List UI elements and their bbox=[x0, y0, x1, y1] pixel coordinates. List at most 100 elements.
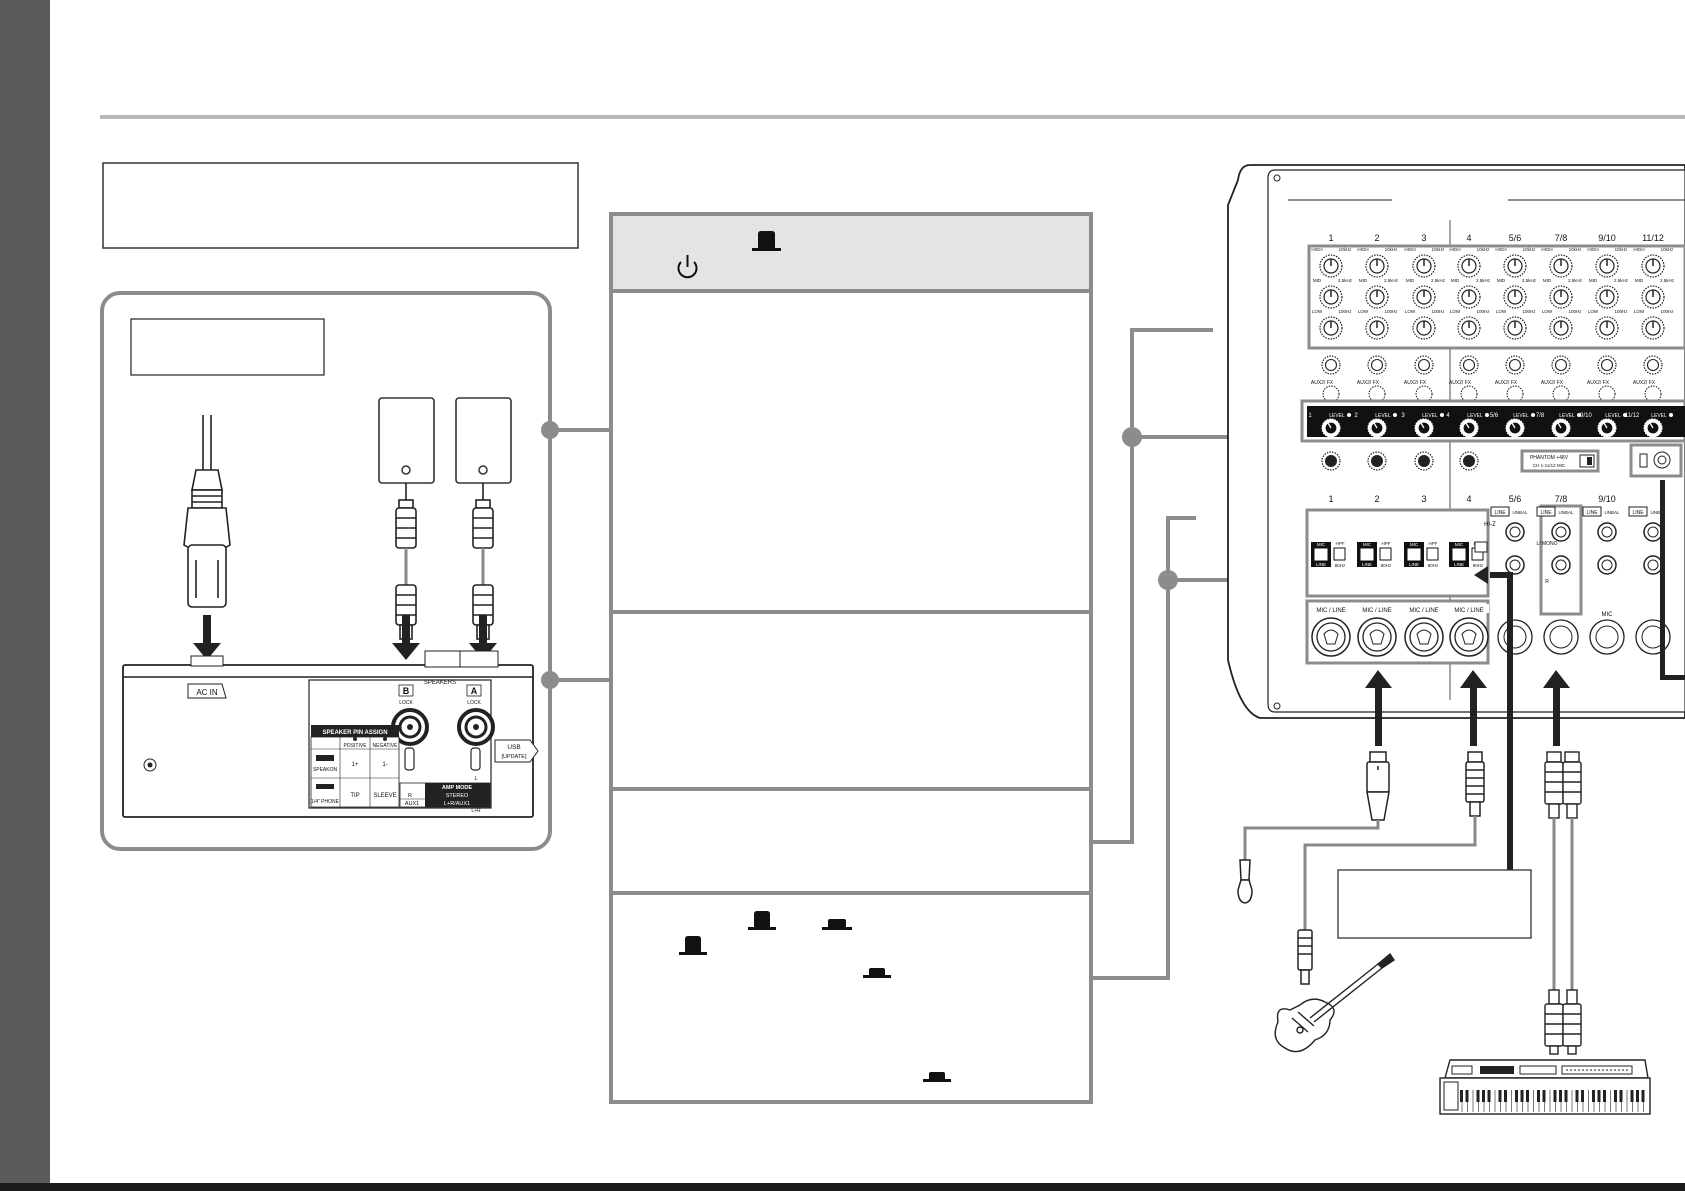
aux-label: AUX2/ FX bbox=[1587, 380, 1610, 386]
svg-text:SPEAKER PIN ASSIGN: SPEAKER PIN ASSIGN bbox=[322, 730, 387, 736]
input-channel-number: 5/6 bbox=[1509, 494, 1522, 504]
right-edge-lead bbox=[1660, 480, 1685, 680]
power-icon bbox=[677, 255, 698, 279]
eq-band-label: MID bbox=[1635, 278, 1644, 283]
eq-freq-label: 10kHz bbox=[1615, 247, 1629, 252]
hpf-freq-label: 80Hz bbox=[1428, 563, 1439, 568]
line-label: LINE bbox=[1454, 562, 1464, 567]
hpf-switch[interactable] bbox=[1426, 547, 1439, 561]
hpf-switch[interactable] bbox=[1333, 547, 1346, 561]
eq-band-label: HIGH bbox=[1633, 247, 1644, 252]
input-channel-number: 1 bbox=[1328, 494, 1333, 504]
hi-z-lead bbox=[1474, 566, 1513, 871]
eq-band-label: LOW bbox=[1634, 309, 1645, 314]
level-channel-number: 11/12 bbox=[1625, 413, 1640, 419]
channel-number: 4 bbox=[1466, 233, 1471, 243]
level-channel-number: 4 bbox=[1446, 413, 1450, 419]
input-arrows bbox=[1365, 670, 1570, 746]
svg-text:1-: 1- bbox=[382, 762, 387, 768]
level-label: LEVEL bbox=[1651, 413, 1667, 419]
rear-panel-callout: AC IN SPEAKERS B LOCK A LOCK bbox=[100, 291, 552, 851]
level-channel-number: 2 bbox=[1354, 413, 1358, 419]
unbal-label: UNBAL bbox=[1650, 510, 1666, 515]
mic-line-switches: MICLINEHPF80HzMICLINEHPF80HzMICLINEHPF80… bbox=[1311, 541, 1484, 568]
eq-freq-label: 100Hz bbox=[1660, 309, 1674, 314]
eq-band-label: LOW bbox=[1542, 309, 1553, 314]
mic-line-label: MIC / LINE bbox=[1409, 608, 1438, 614]
channel-number: 5/6 bbox=[1509, 233, 1522, 243]
microphone bbox=[1237, 751, 1390, 904]
speakon-jack-a: A LOCK bbox=[457, 684, 495, 746]
eq-band-label: LOW bbox=[1405, 309, 1416, 314]
l-mono-label: L/ MONO bbox=[1536, 541, 1557, 547]
bass-guitar bbox=[1274, 952, 1395, 1053]
svg-text:L: L bbox=[474, 776, 477, 782]
switch-off-symbol-3 bbox=[923, 1072, 951, 1082]
level-label: LEVEL bbox=[1329, 413, 1345, 419]
eq-band-label: MID bbox=[1451, 278, 1460, 283]
guitar-cable bbox=[1297, 751, 1485, 985]
eq-freq-label: 10kHz bbox=[1477, 247, 1491, 252]
input-channel-number: 2 bbox=[1374, 494, 1379, 504]
hi-z-switch: HI-Z bbox=[1474, 522, 1496, 553]
mic-line-label: MIC / LINE bbox=[1362, 608, 1391, 614]
svg-text:CH 1-11/12 MIC: CH 1-11/12 MIC bbox=[1533, 463, 1566, 468]
switch-on-symbol bbox=[752, 231, 781, 251]
line-label: LINE bbox=[1586, 510, 1598, 516]
unbal-label: UNBAL bbox=[1558, 510, 1574, 515]
eq-freq-label: 2.5kHz bbox=[1660, 278, 1675, 283]
svg-text:PHANTOM +48V: PHANTOM +48V bbox=[1530, 455, 1569, 461]
switch-on-symbol-3 bbox=[679, 936, 707, 955]
keyboard-cables bbox=[1544, 751, 1582, 1055]
aux-label: AUX2/ FX bbox=[1495, 380, 1518, 386]
rear-panel-title-box bbox=[130, 318, 325, 376]
small-knobs bbox=[1321, 451, 1479, 471]
eq-freq-label: 100Hz bbox=[1338, 309, 1352, 314]
eq-band-label: MID bbox=[1497, 278, 1506, 283]
eq-band-label: LOW bbox=[1496, 309, 1507, 314]
eq-band-label: HIGH bbox=[1404, 247, 1415, 252]
section-title-box bbox=[102, 162, 579, 249]
level-label: LEVEL bbox=[1422, 413, 1438, 419]
eq-band-label: MID bbox=[1543, 278, 1552, 283]
channel-number: 3 bbox=[1421, 233, 1426, 243]
svg-text:AMP MODE: AMP MODE bbox=[442, 785, 472, 791]
level-channel-number: 7/8 bbox=[1536, 413, 1545, 419]
eq-freq-label: 2.5kHz bbox=[1476, 278, 1491, 283]
hpf-switch[interactable] bbox=[1379, 547, 1392, 561]
usb-update-port: USB [UPDATE] bbox=[494, 739, 539, 763]
input-channel-number: 7/8 bbox=[1555, 494, 1568, 504]
eq-freq-label: 10kHz bbox=[1523, 247, 1537, 252]
mic-label: MIC bbox=[1363, 542, 1372, 547]
eq-band-label: LOW bbox=[1450, 309, 1461, 314]
hpf-freq-label: 80Hz bbox=[1473, 563, 1484, 568]
speaker-a bbox=[455, 397, 512, 484]
eq-freq-label: 2.5kHz bbox=[1431, 278, 1446, 283]
eq-band-label: MID bbox=[1313, 278, 1322, 283]
power-switch-header bbox=[613, 216, 1089, 290]
eq-freq-label: 100Hz bbox=[1522, 309, 1536, 314]
svg-text:[UPDATE]: [UPDATE] bbox=[502, 754, 527, 760]
eq-freq-label: 100Hz bbox=[1614, 309, 1628, 314]
svg-text:HI-Z: HI-Z bbox=[1484, 522, 1496, 528]
usb-port-box bbox=[1629, 443, 1683, 478]
connect-arrows bbox=[193, 615, 497, 660]
line-label: LINE bbox=[1540, 510, 1552, 516]
eq-freq-label: 10kHz bbox=[1339, 247, 1353, 252]
eq-freq-label: 10kHz bbox=[1661, 247, 1675, 252]
amplifier-rear-panel: AC IN SPEAKERS B LOCK A LOCK bbox=[122, 650, 539, 818]
unbal-label: UNBAL bbox=[1512, 510, 1528, 515]
eq-band-label: MID bbox=[1359, 278, 1368, 283]
hpf-label: HPF bbox=[1382, 541, 1391, 546]
callout-connectors-left bbox=[541, 421, 612, 689]
mic-label: MIC bbox=[1317, 542, 1326, 547]
eq-band-label: MID bbox=[1406, 278, 1415, 283]
aux-label: AUX2/ FX bbox=[1541, 380, 1564, 386]
svg-text:USB: USB bbox=[507, 744, 520, 751]
